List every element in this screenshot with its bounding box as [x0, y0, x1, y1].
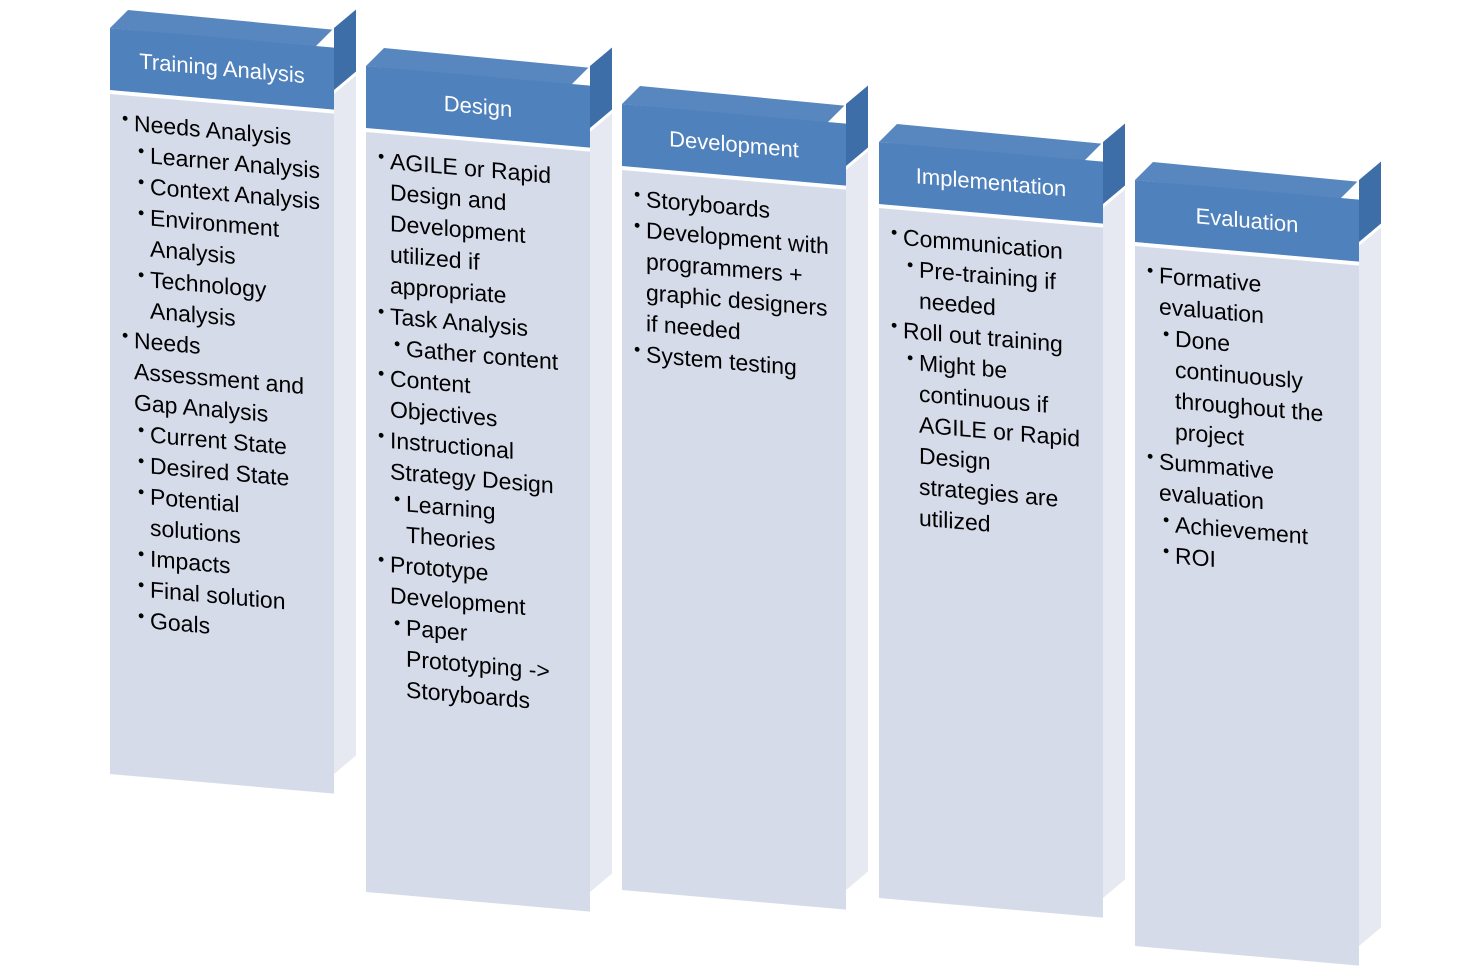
sub-list-item: Might be continuous if AGILE or Rapid De… — [907, 346, 1095, 548]
phase-body-side-face — [1103, 189, 1125, 899]
phase-body-side-face — [1359, 227, 1381, 947]
phase-body: CommunicationPre-training if neededRoll … — [879, 208, 1103, 918]
phase-body-side-face — [334, 75, 356, 775]
phase-body: AGILE or Rapid Design and Development ut… — [366, 132, 590, 912]
phase-body: Needs AnalysisLearner AnalysisContext An… — [110, 94, 334, 794]
sub-list-item: Done continuously throughout the project — [1163, 322, 1351, 462]
phase-item-list: Needs AnalysisLearner AnalysisContext An… — [122, 107, 326, 652]
phase-body-side-face — [590, 113, 612, 893]
list-item: AGILE or Rapid Design and Development ut… — [378, 145, 582, 318]
list-item: Needs Assessment and Gap Analysis — [122, 324, 326, 435]
phase-item-list: Formative evaluationDone continuously th… — [1147, 259, 1351, 587]
sub-list-item: Paper Prototyping -> Storyboards — [394, 611, 582, 720]
phase-body-side-face — [846, 151, 868, 891]
phase-item-list: AGILE or Rapid Design and Development ut… — [378, 145, 582, 721]
phase-body: Formative evaluationDone continuously th… — [1135, 246, 1359, 966]
list-item: Development with programmers + graphic d… — [634, 214, 838, 356]
phase-item-list: CommunicationPre-training if neededRoll … — [891, 221, 1095, 549]
